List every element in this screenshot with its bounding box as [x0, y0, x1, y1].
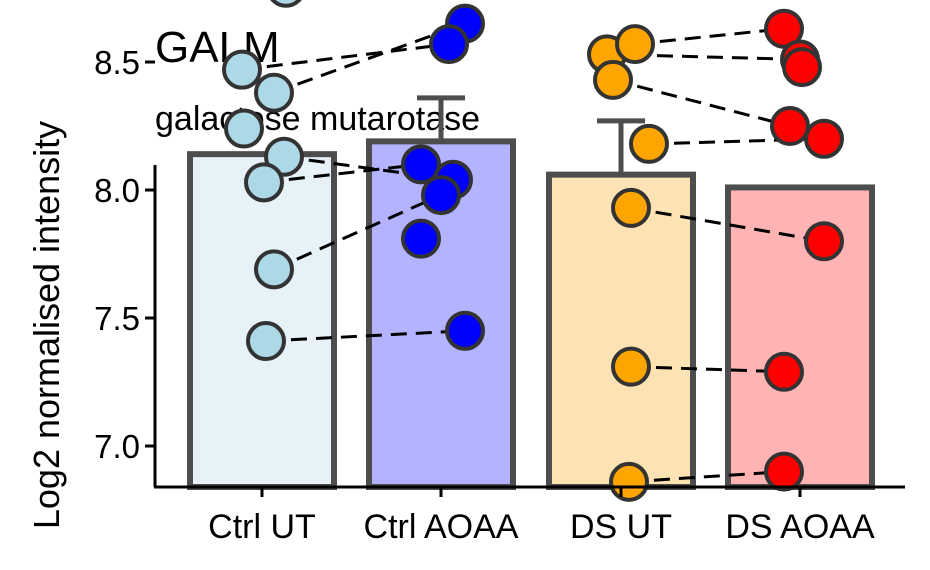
pair-line — [263, 162, 422, 184]
data-point — [764, 351, 804, 392]
data-point — [254, 72, 294, 113]
pair-line — [634, 27, 785, 46]
bar — [187, 151, 337, 490]
pair-line — [630, 365, 785, 374]
data-point — [764, 8, 804, 49]
pair-line — [265, 329, 466, 343]
pair-line — [628, 470, 785, 484]
data-point — [764, 451, 804, 492]
data-point — [246, 321, 286, 362]
data-point — [401, 218, 441, 259]
bar — [725, 184, 875, 490]
data-point — [593, 59, 633, 100]
data-point — [224, 108, 264, 149]
data-point — [611, 346, 651, 387]
data-point — [804, 221, 844, 262]
x-tick-label: Ctrl AOAA — [364, 508, 519, 546]
pair-line — [273, 22, 466, 95]
pair-line — [612, 78, 791, 128]
data-point — [401, 144, 441, 185]
data-point — [421, 175, 461, 216]
data-point — [629, 123, 669, 164]
data-point — [222, 49, 262, 90]
pair-line — [283, 155, 454, 182]
chart-subtitle: galactose mutarotase — [155, 100, 480, 138]
y-tick-label: 7.5 — [94, 300, 140, 337]
x-tick-label: DS UT — [570, 508, 672, 546]
data-point — [244, 162, 284, 203]
x-tick-label: DS AOAA — [725, 508, 875, 546]
y-axis-title: Log2 normalised intensity — [26, 121, 67, 529]
data-point — [429, 24, 469, 65]
x-tick-label: Ctrl UT — [208, 508, 316, 546]
data-point — [615, 24, 655, 65]
y-tick-label: 7.0 — [94, 428, 140, 465]
data-point — [445, 310, 485, 351]
data-point — [804, 118, 844, 159]
data-point — [609, 461, 649, 502]
y-tick-label: 8.0 — [94, 172, 140, 209]
pair-line — [241, 42, 450, 72]
data-point — [770, 106, 810, 146]
pair-line — [648, 137, 825, 146]
data-point — [254, 249, 294, 290]
data-point — [611, 187, 651, 228]
pair-line — [630, 206, 825, 243]
data-point — [270, 0, 302, 8]
pair-line — [273, 193, 442, 271]
data-point — [782, 47, 822, 88]
y-tick-label: 8.5 — [94, 44, 140, 81]
